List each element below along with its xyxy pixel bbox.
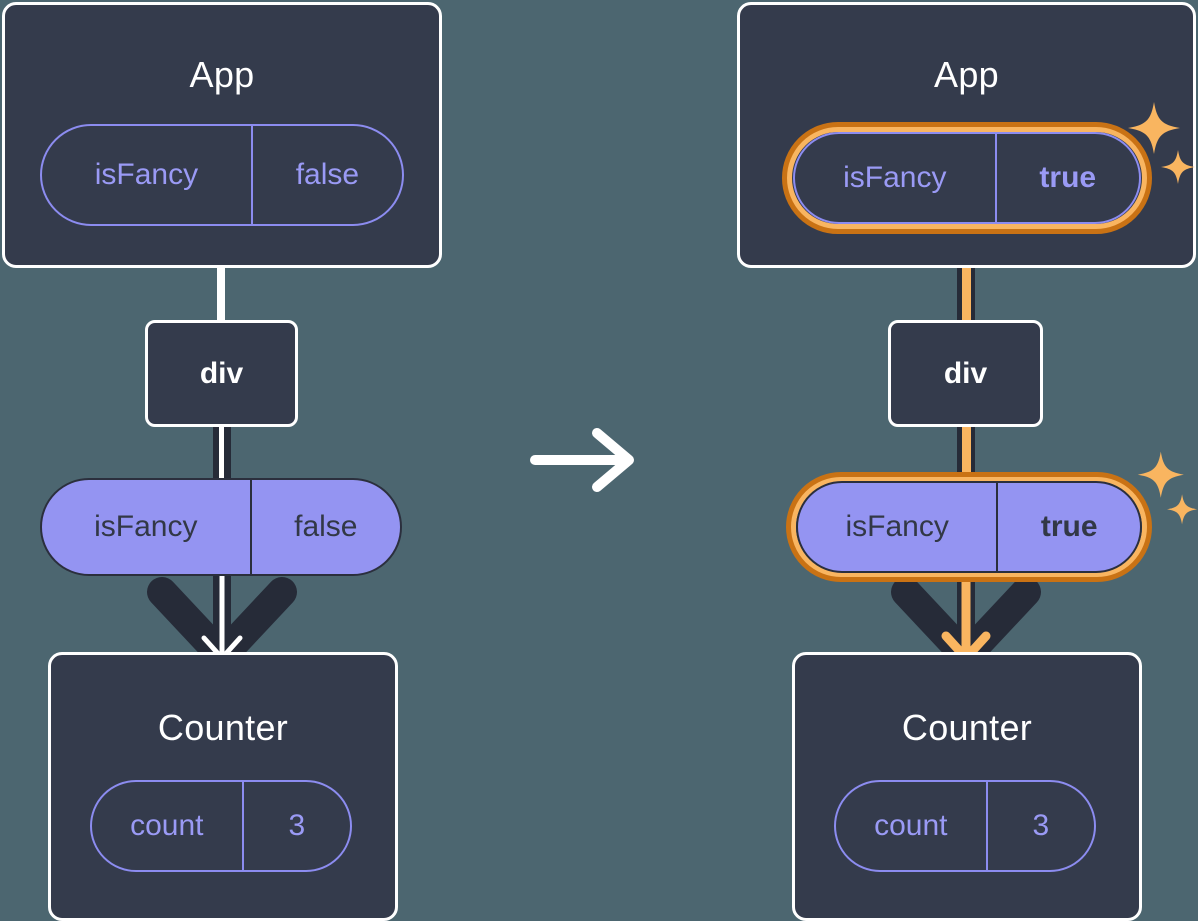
counter-state-pill-before[interactable]: count 3: [90, 780, 352, 872]
prop-pill-highlight-inner-after: [791, 477, 1147, 577]
div-element-label-after: div: [943, 356, 988, 390]
app-state-pill-after[interactable]: isFancy true: [793, 132, 1141, 224]
prop-pill-before[interactable]: isFancy false: [40, 478, 402, 576]
edge-div-to-prop-core-after: [962, 424, 971, 484]
prop-pill-key-after: isFancy: [845, 510, 949, 543]
edge-div-to-prop-core-before: [219, 424, 224, 484]
app-state-pill-value-before: false: [250, 126, 402, 224]
app-state-pill-value-after: true: [994, 134, 1139, 222]
counter-state-pill-after[interactable]: count 3: [834, 780, 1096, 872]
app-title-before: App: [189, 54, 255, 95]
prop-pill-value-before: false: [249, 480, 400, 574]
arrow-right-icon: [530, 428, 634, 492]
edge-app-to-div-core-after: [962, 215, 971, 330]
app-state-pill-before[interactable]: isFancy false: [40, 124, 404, 226]
prop-pill-highlight-ring-after: [786, 472, 1152, 582]
counter-title-after: Counter: [901, 707, 1033, 748]
prop-pill-key-before: isFancy: [94, 510, 198, 543]
counter-state-pill-key-after: count: [874, 809, 948, 842]
app-state-pill-key-before: isFancy: [94, 158, 199, 191]
div-element-box-before: div: [145, 320, 298, 427]
prop-pill-value-after: true: [996, 483, 1140, 571]
edge-app-to-div-before: [217, 258, 225, 328]
prop-pill-after[interactable]: isFancy true: [796, 481, 1142, 573]
app-state-pill-highlight-ring-after: [782, 122, 1152, 234]
app-state-pill-key-after: isFancy: [843, 161, 947, 194]
counter-state-pill-value-after: 3: [985, 782, 1094, 870]
counter-title-before: Counter: [157, 707, 289, 748]
app-state-pill-highlight-inner-after: [787, 127, 1147, 229]
div-element-box-after: div: [888, 320, 1043, 427]
app-title-after: App: [934, 54, 999, 95]
div-element-label-before: div: [199, 356, 244, 390]
counter-state-pill-key-before: count: [130, 809, 204, 842]
counter-state-pill-value-before: 3: [241, 782, 350, 870]
